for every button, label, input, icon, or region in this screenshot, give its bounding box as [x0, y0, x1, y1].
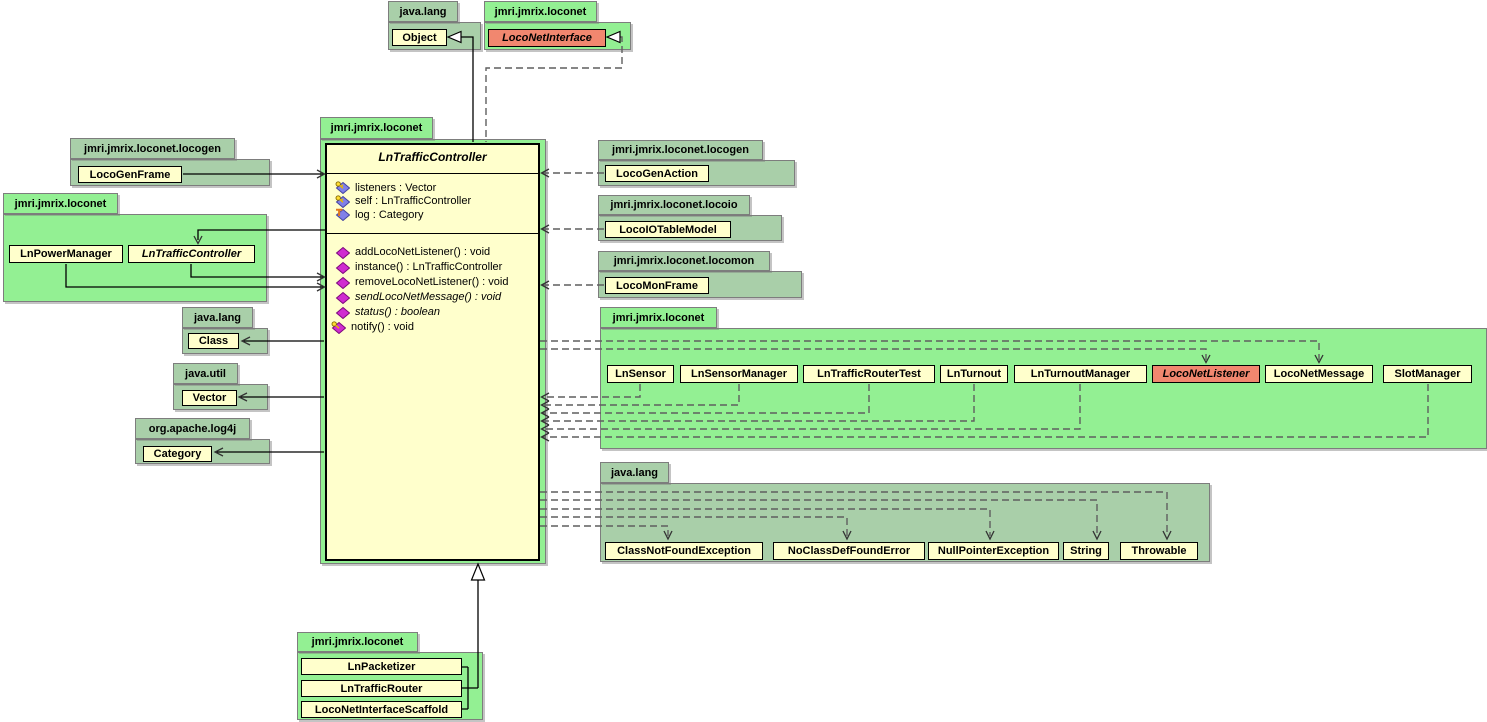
package-tab-java-lang-top: java.lang	[388, 1, 458, 22]
interface-loconetinterface[interactable]: LocoNetInterface	[488, 29, 606, 47]
class-locoiotablemodel[interactable]: LocoIOTableModel	[605, 221, 731, 238]
method-text: status() : boolean	[355, 306, 440, 318]
class-slotmanager[interactable]: SlotManager	[1383, 365, 1472, 383]
class-throwable[interactable]: Throwable	[1120, 542, 1198, 560]
method-key-icon	[331, 320, 346, 334]
class-lnturnoutmanager[interactable]: LnTurnoutManager	[1014, 365, 1147, 383]
field-row: listeners : Vector	[335, 181, 436, 194]
dependency-locomonframe	[540, 280, 604, 290]
field-text: listeners : Vector	[355, 181, 437, 194]
class-lnpowermanager[interactable]: LnPowerManager	[9, 245, 123, 263]
method-text: addLocoNetListener() : void	[355, 246, 491, 258]
class-lnsensor[interactable]: LnSensor	[607, 365, 674, 383]
package-tab-locogen-left: jmri.jmrix.loconet.locogen	[70, 138, 235, 159]
method-text: instance() : LnTrafficController	[355, 261, 503, 273]
method-diamond-icon	[335, 276, 350, 289]
static-t-icon	[335, 208, 350, 221]
package-tab-log4j-left: org.apache.log4j	[135, 418, 250, 439]
class-lnturnout[interactable]: LnTurnout	[940, 365, 1008, 383]
class-lnsensormanager[interactable]: LnSensorManager	[680, 365, 798, 383]
class-noclassdeffounderror[interactable]: NoClassDefFoundError	[773, 542, 925, 560]
package-tab-java-lang-bottom: java.lang	[600, 462, 669, 483]
method-text: removeLocoNetListener() : void	[355, 276, 509, 288]
method-diamond-icon	[335, 246, 350, 259]
class-lntrafficcontroller-main[interactable]: LnTrafficController listeners : Vector s…	[325, 143, 540, 561]
main-class-title: LnTrafficController	[378, 150, 487, 164]
package-tab-java-util-left: java.util	[173, 363, 238, 384]
class-string[interactable]: String	[1063, 542, 1109, 560]
package-tab-loconet-bottom: jmri.jmrix.loconet	[297, 632, 418, 652]
class-lnpacketizer[interactable]: LnPacketizer	[301, 658, 462, 675]
field-text: self : LnTrafficController	[355, 195, 472, 207]
package-tab-loconet-big: jmri.jmrix.loconet	[600, 307, 717, 328]
package-tab-loconet-main: jmri.jmrix.loconet	[320, 117, 433, 139]
package-tab-loconet-left: jmri.jmrix.loconet	[3, 193, 118, 214]
class-vector[interactable]: Vector	[182, 390, 237, 406]
class-locogenframe[interactable]: LocoGenFrame	[78, 166, 182, 183]
class-lntrafficrouter[interactable]: LnTrafficRouter	[301, 680, 462, 697]
method-text: notify() : void	[351, 321, 414, 333]
class-loconetinterfacescaffold[interactable]: LocoNetInterfaceScaffold	[301, 701, 462, 718]
class-locomonframe[interactable]: LocoMonFrame	[605, 277, 709, 294]
class-lntrafficroutertest[interactable]: LnTrafficRouterTest	[803, 365, 935, 383]
package-tab-locoio-right: jmri.jmrix.loconet.locoio	[598, 195, 750, 215]
dependency-locoiotablemodel	[540, 224, 604, 234]
package-tab-loconet-top: jmri.jmrix.loconet	[484, 1, 597, 22]
class-nullpointerexception[interactable]: NullPointerException	[928, 542, 1059, 560]
package-tab-locomon-right: jmri.jmrix.loconet.locomon	[598, 251, 770, 271]
method-row: status() : boolean	[335, 306, 440, 319]
class-object[interactable]: Object	[392, 29, 447, 46]
class-locogenaction[interactable]: LocoGenAction	[605, 165, 709, 182]
method-row: sendLocoNetMessage() : void	[335, 291, 501, 304]
method-text: sendLocoNetMessage() : void	[355, 291, 502, 303]
dependency-locogenaction	[540, 168, 604, 178]
package-tab-java-lang-left: java.lang	[182, 307, 253, 328]
package-tab-locogen-right: jmri.jmrix.loconet.locogen	[598, 140, 763, 160]
method-row: instance() : LnTrafficController	[335, 261, 502, 274]
package-body-loconet-big	[600, 328, 1487, 449]
method-diamond-icon	[335, 261, 350, 274]
field-row: self : LnTrafficController	[335, 194, 472, 208]
field-row: log : Category	[335, 208, 423, 221]
interface-loconetlistener[interactable]: LocoNetListener	[1152, 365, 1260, 383]
class-lntrafficcontroller-left[interactable]: LnTrafficController	[128, 245, 255, 263]
class-class[interactable]: Class	[188, 333, 239, 349]
compartment-separator	[325, 173, 540, 174]
class-category[interactable]: Category	[143, 446, 212, 462]
field-text: log : Category	[355, 208, 424, 221]
method-diamond-icon	[335, 306, 350, 319]
method-row: notify() : void	[331, 320, 414, 334]
method-row: addLocoNetListener() : void	[335, 246, 490, 259]
static-key-icon	[335, 181, 350, 194]
class-loconetmessage[interactable]: LocoNetMessage	[1265, 365, 1373, 383]
compartment-separator	[325, 233, 540, 234]
method-diamond-icon	[335, 291, 350, 304]
static-key-icon	[335, 194, 350, 208]
method-row: removeLocoNetListener() : void	[335, 276, 508, 289]
class-classnotfoundexception[interactable]: ClassNotFoundException	[605, 542, 763, 560]
